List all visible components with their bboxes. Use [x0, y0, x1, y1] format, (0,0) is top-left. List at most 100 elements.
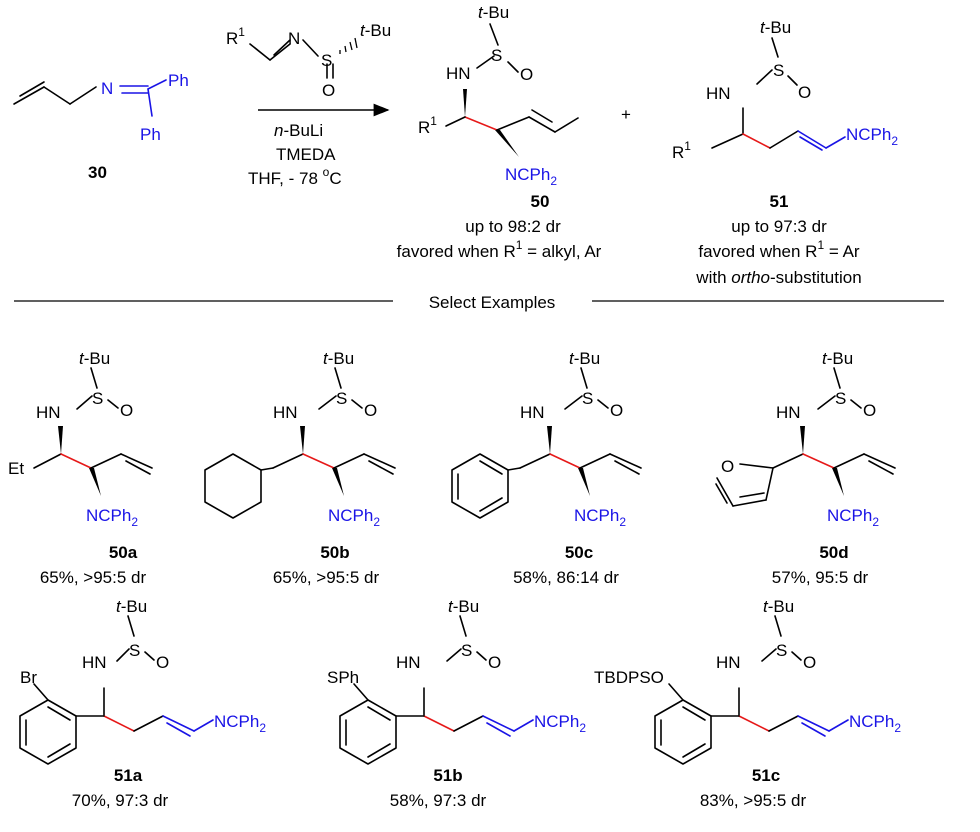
svg-text:S: S — [776, 641, 787, 660]
svg-text:65%, >95:5 dr: 65%, >95:5 dr — [40, 568, 147, 587]
svg-text:t-Bu: t-Bu — [822, 349, 853, 368]
atom-s-50: S — [491, 46, 502, 65]
atom-r1-50: R1 — [418, 114, 437, 137]
p51-dr: up to 97:3 dr — [731, 217, 827, 236]
p51-favored: favored when R1 = Ar — [698, 238, 860, 261]
svg-text:t-Bu: t-Bu — [448, 597, 479, 616]
atom-o-51: O — [798, 83, 811, 102]
atom-tbu-50: t-Bu — [478, 3, 509, 22]
svg-text:S: S — [336, 389, 347, 408]
svg-text:HN: HN — [82, 653, 107, 672]
example-51a: t-Bu S O HN Br NCPh2 51a 70%, 97:3 dr — [19, 597, 266, 810]
svg-text:t-Bu: t-Bu — [763, 597, 794, 616]
svg-text:50b: 50b — [320, 543, 349, 562]
svg-text:O: O — [863, 401, 876, 420]
svg-text:S: S — [835, 389, 846, 408]
svg-text:O: O — [364, 401, 377, 420]
svg-text:NCPh2: NCPh2 — [849, 712, 901, 735]
svg-text:TBDPSO: TBDPSO — [594, 668, 664, 687]
svg-text:t-Bu: t-Bu — [79, 349, 110, 368]
svg-text:51b: 51b — [433, 766, 462, 785]
reagent-thf: THF, - 78 oC — [248, 165, 342, 188]
p50-dr: up to 98:2 dr — [465, 217, 561, 236]
svg-text:58%, 97:3 dr: 58%, 97:3 dr — [390, 791, 487, 810]
svg-text:51a: 51a — [114, 766, 143, 785]
example-51b: t-Bu S O HN SPh NCPh2 51b 58%, 97:3 dr — [327, 597, 586, 810]
svg-text:57%, 95:5 dr: 57%, 95:5 dr — [772, 568, 869, 587]
svg-text:S: S — [461, 641, 472, 660]
wedge-50-n — [495, 130, 519, 157]
atom-ncph2-51: NCPh2 — [846, 125, 898, 148]
svg-text:HN: HN — [273, 403, 298, 422]
plus-sign: + — [621, 105, 631, 124]
svg-text:50c: 50c — [565, 543, 593, 562]
svg-text:SPh: SPh — [327, 668, 359, 687]
svg-text:50d: 50d — [819, 543, 848, 562]
reagent-tmeda: TMEDA — [276, 145, 336, 164]
p51-ortho: with ortho-substitution — [695, 268, 861, 287]
svg-text:NCPh2: NCPh2 — [534, 712, 586, 735]
svg-text:83%, >95:5 dr: 83%, >95:5 dr — [700, 791, 807, 810]
sulfinimine-hash-bond — [339, 37, 358, 54]
atom-s-51: S — [773, 61, 784, 80]
atom-o-50: O — [520, 65, 533, 84]
atom-hn-50: HN — [446, 64, 471, 83]
example-50b: t-Bu S O HN NCPh2 50b 65%, >95:5 dr — [204, 349, 396, 587]
svg-text:HN: HN — [36, 403, 61, 422]
svg-text:t-Bu: t-Bu — [116, 597, 147, 616]
reagent-nbuli: n-BuLi — [274, 121, 323, 140]
svg-text:O: O — [803, 653, 816, 672]
compound-label-51: 51 — [770, 192, 789, 211]
svg-text:O: O — [488, 653, 501, 672]
svg-text:O: O — [156, 653, 169, 672]
svg-text:S: S — [129, 641, 140, 660]
wedge-50-nh — [463, 89, 467, 117]
svg-text:58%, 86:14 dr: 58%, 86:14 dr — [513, 568, 619, 587]
svg-text:NCPh2: NCPh2 — [827, 506, 879, 529]
svg-text:S: S — [582, 389, 593, 408]
svg-text:51c: 51c — [752, 766, 780, 785]
example-51c: t-Bu S O HN TBDPSO NCPh2 51c 83%, >95:5 … — [594, 597, 901, 810]
atom-n: N — [101, 79, 113, 98]
atom-n-imine: N — [288, 29, 300, 48]
svg-text:70%, 97:3 dr: 70%, 97:3 dr — [72, 791, 169, 810]
svg-text:50a: 50a — [109, 543, 138, 562]
example-50a: t-Bu S O HN Et NCPh2 50a 65%, >95:5 dr — [8, 349, 153, 587]
product-50-structure — [445, 23, 579, 133]
svg-text:NCPh2: NCPh2 — [574, 506, 626, 529]
svg-text:HN: HN — [776, 403, 801, 422]
atom-ph-2: Ph — [140, 125, 161, 144]
svg-text:HN: HN — [716, 653, 741, 672]
example-50d: t-Bu S O HN O NCPh2 50d 57%, 95:5 dr — [715, 349, 896, 587]
product-51-structure — [711, 37, 846, 151]
svg-text:t-Bu: t-Bu — [569, 349, 600, 368]
atom-o-imine: O — [322, 81, 335, 100]
svg-text:NCPh2: NCPh2 — [86, 506, 138, 529]
svg-text:O: O — [120, 401, 133, 420]
atom-tbu-51: t-Bu — [760, 18, 791, 37]
atom-ncph2-50: NCPh2 — [505, 165, 557, 188]
sulfinimine-reagent — [249, 39, 334, 79]
svg-text:S: S — [92, 389, 103, 408]
compound-label-50: 50 — [531, 192, 550, 211]
atom-hn-51: HN — [706, 84, 731, 103]
atom-tbu-imine: t-Bu — [360, 21, 391, 40]
svg-text:O: O — [721, 457, 734, 476]
atom-r1-imine: R1 — [226, 25, 245, 48]
atom-s-imine: S — [321, 51, 332, 70]
section-title: Select Examples — [429, 293, 556, 312]
svg-text:t-Bu: t-Bu — [323, 349, 354, 368]
atom-ph-1: Ph — [168, 71, 189, 90]
svg-text:O: O — [610, 401, 623, 420]
svg-text:Et: Et — [8, 459, 24, 478]
svg-text:NCPh2: NCPh2 — [214, 712, 266, 735]
svg-text:Br: Br — [20, 668, 37, 687]
p50-favored: favored when R1 = alkyl, Ar — [397, 238, 602, 261]
svg-text:65%, >95:5 dr: 65%, >95:5 dr — [273, 568, 380, 587]
compound-label-30: 30 — [88, 163, 107, 182]
svg-text:NCPh2: NCPh2 — [328, 506, 380, 529]
svg-text:HN: HN — [520, 403, 545, 422]
svg-text:HN: HN — [396, 653, 421, 672]
atom-r1-51: R1 — [672, 139, 691, 162]
